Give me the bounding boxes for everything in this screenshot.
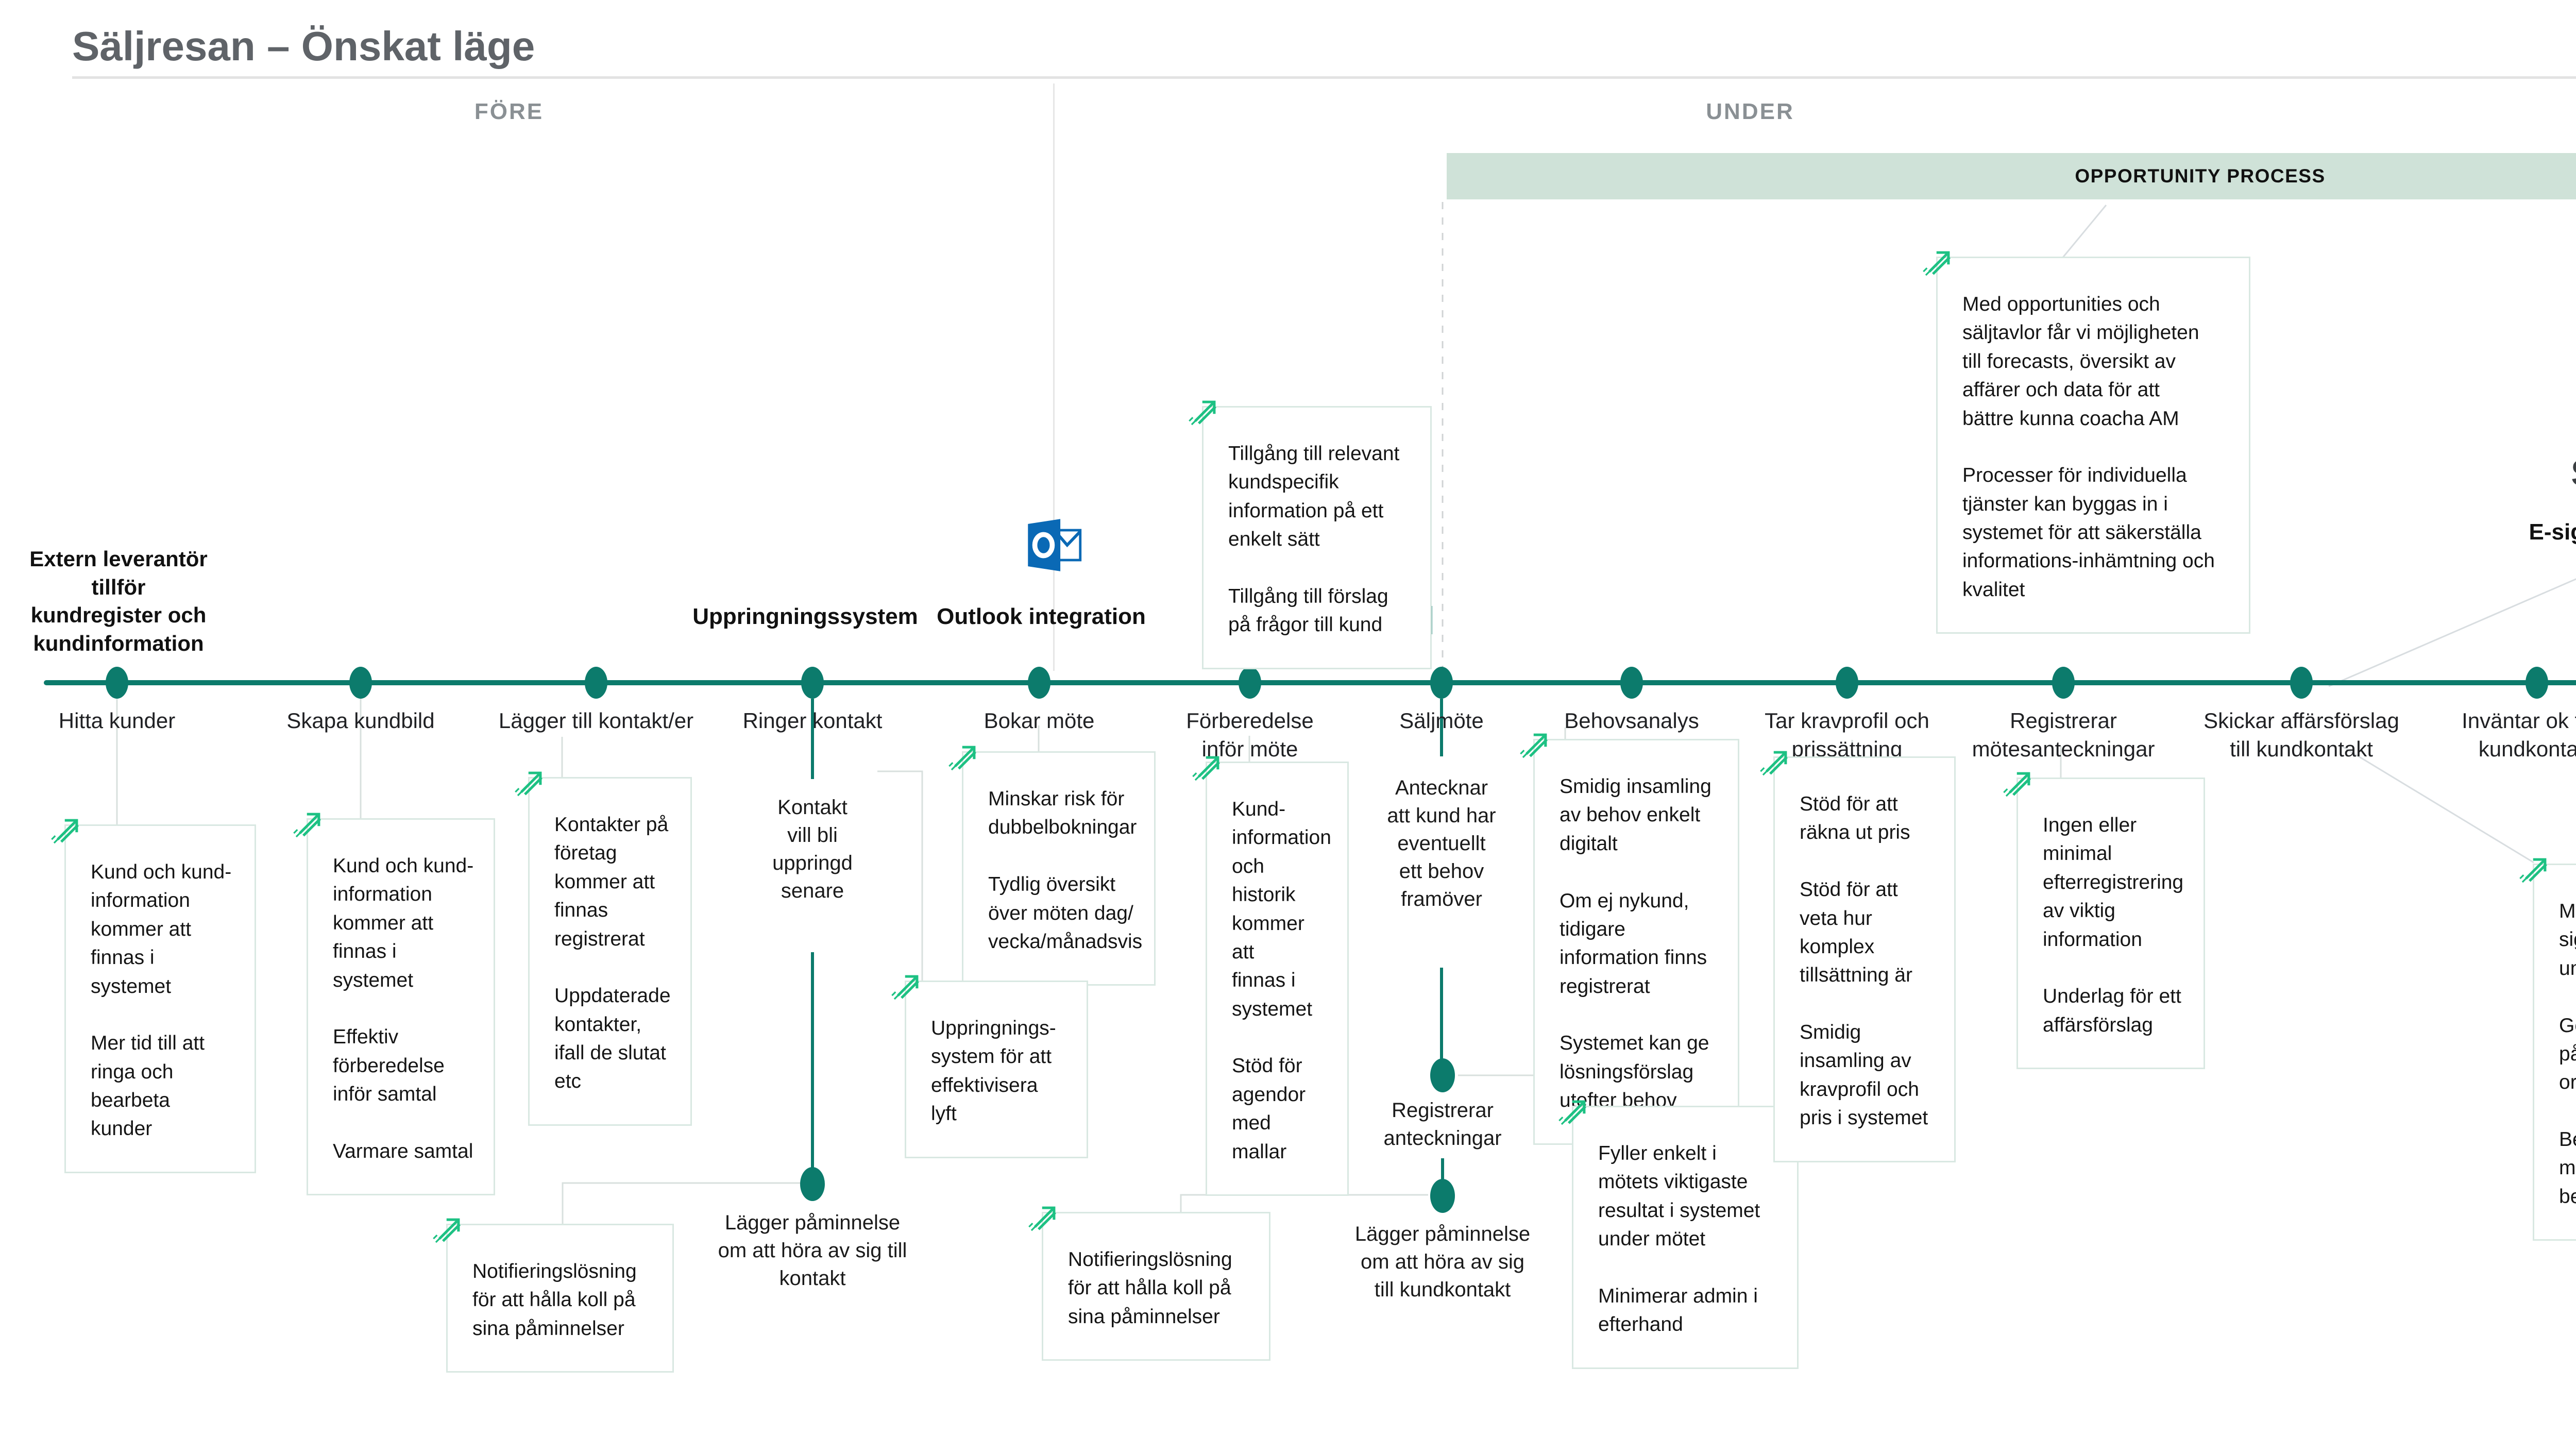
node-label: Säljmöte bbox=[1399, 708, 1484, 733]
growth-arrow-icon bbox=[2003, 772, 2031, 797]
subnode-lagger-paminnelse-kontakt bbox=[800, 1167, 825, 1201]
label-extern-leverantor: Extern leverantör tillför kundregister o… bbox=[29, 547, 208, 655]
growth-arrow-icon bbox=[1558, 1100, 1586, 1125]
timeline-node-skickar-forslag bbox=[2290, 667, 2313, 699]
card-text: Stöd för att räkna ut pris Stöd för att … bbox=[1800, 793, 1928, 1129]
growth-arrow-icon bbox=[948, 746, 976, 771]
card-text: Med opportunities och säljtavlor får vi … bbox=[1962, 293, 2215, 601]
timeline-node-saljmote bbox=[1430, 667, 1453, 699]
card-signera: Möjlighet att signera direkt under mötet… bbox=[2519, 858, 2576, 1241]
growth-arrow-icon bbox=[1520, 733, 1548, 758]
growth-arrow-icon bbox=[515, 771, 543, 797]
text-lagger-paminnelse-kundkontakt: Lägger påminnelse om att höra av sig til… bbox=[1354, 1223, 1531, 1301]
card-text: Ingen eller minimal efterregistrering av… bbox=[2043, 814, 2184, 1036]
card-hitta-kunder: Kund och kund- information kommer att fi… bbox=[51, 819, 256, 1173]
card-text: Kontakter på företag kommer att finnas r… bbox=[554, 814, 671, 1093]
growth-arrow-icon bbox=[51, 819, 79, 844]
card-text: Notifieringslösning för att hålla koll p… bbox=[472, 1260, 637, 1340]
card-skapa-kundbild: Kund och kund- information kommer att fi… bbox=[293, 813, 495, 1196]
growth-arrow-icon bbox=[293, 813, 321, 838]
timeline-node-forberedelse bbox=[1239, 667, 1261, 699]
card-text: Kund- information och historik kommer at… bbox=[1232, 798, 1331, 1163]
card-text: Möjlighet att signera direkt under mötet… bbox=[2559, 900, 2576, 1208]
node-label: Lägger till kontakt/er bbox=[498, 708, 694, 733]
card-bokar-mote: Minskar risk för dubbelbokningar Tydlig … bbox=[948, 746, 1156, 986]
node-label: Ringer kontakt bbox=[742, 708, 883, 733]
card-text: Fyller enkelt i mötets viktigaste result… bbox=[1598, 1142, 1760, 1336]
timeline-node-kravprofil bbox=[1836, 667, 1858, 699]
elbow-connector bbox=[562, 1182, 800, 1224]
node-label: Hitta kunder bbox=[58, 708, 176, 733]
growth-arrow-icon bbox=[1760, 751, 1788, 776]
node-label: Behovsanalys bbox=[1564, 708, 1699, 733]
timeline-bar bbox=[44, 680, 2576, 685]
timeline-node-behovsanalys bbox=[1620, 667, 1643, 699]
card-text: Smidig insamling av behov enkelt digital… bbox=[1560, 775, 1711, 1112]
growth-arrow-icon bbox=[2519, 858, 2547, 883]
growth-arrow-icon bbox=[433, 1218, 461, 1243]
node-label: Skapa kundbild bbox=[286, 708, 435, 733]
tick-connector bbox=[2061, 205, 2107, 259]
node-label: Bokar möte bbox=[984, 708, 1095, 733]
header-divider bbox=[72, 76, 2576, 79]
card-behovsanalys: Smidig insamling av behov enkelt digital… bbox=[1520, 733, 1739, 1145]
label-outlook-integration: Outlook integration bbox=[937, 604, 1146, 629]
subnode-lagger-paminnelse-kundkontakt bbox=[1430, 1179, 1455, 1213]
card-text: Kund och kund- information kommer att fi… bbox=[91, 861, 232, 1140]
label-orderstatus: Orderstatus? bbox=[2535, 565, 2576, 589]
text-antecknar-behov: Antecknar att kund har eventuellt ett be… bbox=[1387, 776, 1496, 910]
node-label: Skickar affärsförslag till kundkontakt bbox=[2204, 708, 2399, 761]
timeline-node-bokar-mote bbox=[1028, 667, 1050, 699]
section-divider-fore-under bbox=[1053, 83, 1055, 671]
timeline-node-hitta-kunder bbox=[106, 667, 128, 699]
timeline-node-ringer-kontakt bbox=[801, 667, 824, 699]
elbow-connector bbox=[877, 770, 923, 981]
text-kontakt-vill-bli-uppringd: Kontakt vill bli uppringd senare bbox=[772, 796, 853, 902]
card-fyller-enkelt: Fyller enkelt i mötets viktigaste result… bbox=[1558, 1100, 1799, 1369]
card-notifiering-kontakt: Notifieringslösning för att hålla koll p… bbox=[433, 1218, 674, 1373]
timeline-node-lagger-till-kontakter bbox=[585, 667, 607, 699]
timeline-node-skapa-kundbild bbox=[349, 667, 372, 699]
growth-arrow-icon bbox=[1923, 251, 1951, 276]
card-kravprofil-pris: Stöd för att räkna ut pris Stöd för att … bbox=[1760, 751, 1956, 1162]
card-forberedelse: Kund- information och historik kommer at… bbox=[1192, 756, 1349, 1196]
text-lagger-paminnelse-kontakt: Lägger påminnelse om att höra av sig til… bbox=[718, 1211, 907, 1290]
card-uppringningssystem: Uppringnings- system för att effektivise… bbox=[891, 975, 1088, 1158]
card-text: Notifieringslösning för att hålla koll p… bbox=[1068, 1248, 1232, 1328]
text-registrerar-anteckningar: Registrerar anteckningar bbox=[1383, 1099, 1502, 1150]
card-text: Tillgång till relevant kundspecifik info… bbox=[1228, 443, 1400, 636]
phase-label-before: FÖRE bbox=[474, 99, 544, 124]
timeline-node-invantar-ok bbox=[2526, 667, 2548, 699]
page-title: Säljresan – Önskat läge bbox=[72, 23, 535, 69]
diagonal-connector bbox=[2328, 578, 2576, 687]
node-label: Förberedelse inför möte bbox=[1186, 708, 1314, 761]
node-label: Registrerar mötesanteckningar bbox=[1972, 708, 2155, 761]
growth-arrow-icon bbox=[891, 975, 919, 1000]
card-notifiering-kundkontakt: Notifieringslösning för att hålla koll p… bbox=[1028, 1206, 1270, 1361]
label-esigneringslosning: E-signeringslösning bbox=[2529, 519, 2576, 545]
card-opportunity: Med opportunities och säljtavlor får vi … bbox=[1923, 251, 2250, 634]
card-motesanteckningar: Ingen eller minimal efterregistrering av… bbox=[2003, 772, 2205, 1069]
card-text: Kund och kund- information kommer att fi… bbox=[333, 855, 474, 1162]
card-tillgang-info: Tillgång till relevant kundspecifik info… bbox=[1189, 400, 1432, 669]
outlook-icon bbox=[1028, 519, 1082, 571]
subnode-registrerar-anteckningar bbox=[1430, 1058, 1455, 1092]
timeline-node-motesanteckningar bbox=[2052, 667, 2075, 699]
card-text: Minskar risk för dubbelbokningar Tydlig … bbox=[988, 788, 1143, 953]
card-lagger-till-kontakter: Kontakter på företag kommer att finnas r… bbox=[515, 771, 692, 1126]
phase-label-during: UNDER bbox=[1706, 99, 1794, 124]
label-uppringningssystem: Uppringningssystem bbox=[692, 604, 918, 629]
card-text: Uppringnings- system för att effektivise… bbox=[931, 1017, 1056, 1125]
opportunity-process-label: OPPORTUNITY PROCESS bbox=[2075, 165, 2326, 187]
growth-arrow-icon bbox=[1192, 756, 1220, 781]
growth-arrow-icon bbox=[1028, 1206, 1056, 1231]
node-label: Inväntar ok från kundkontakt bbox=[2462, 708, 2576, 761]
scrive-logo: scrive. bbox=[2515, 441, 2576, 497]
growth-arrow-icon bbox=[1189, 400, 1216, 426]
elbow-connector bbox=[1180, 1194, 1428, 1212]
opportunity-process-banner: OPPORTUNITY PROCESS bbox=[1447, 153, 2576, 199]
diagonal-connector bbox=[2341, 745, 2534, 864]
